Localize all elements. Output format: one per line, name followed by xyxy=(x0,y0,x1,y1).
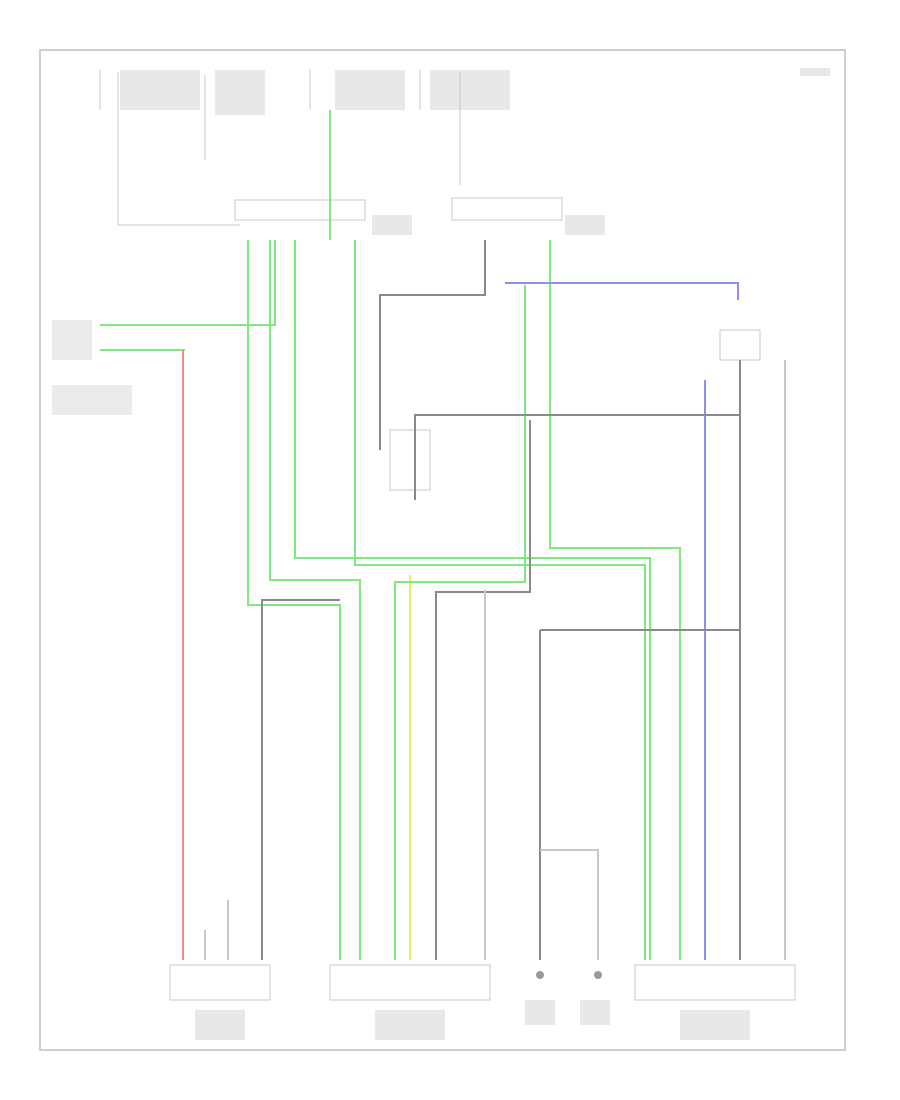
top-components xyxy=(52,68,830,491)
ground-point-1 xyxy=(536,971,544,979)
wire-green xyxy=(100,240,276,326)
wire-black xyxy=(379,240,486,450)
wire-green xyxy=(549,240,681,960)
wire-black xyxy=(261,599,340,960)
wire-green xyxy=(269,240,361,960)
wire-green xyxy=(394,285,526,960)
control-module xyxy=(719,329,761,361)
relay-connector-right xyxy=(451,197,563,221)
wire-green xyxy=(354,240,646,960)
wire-blue xyxy=(505,282,739,300)
wire-black xyxy=(414,360,741,500)
connector-right xyxy=(634,964,796,1001)
ground-point-2 xyxy=(594,971,602,979)
wire-green xyxy=(294,240,651,960)
wires xyxy=(100,110,786,960)
wire-green xyxy=(247,240,341,960)
switch-component xyxy=(389,429,431,491)
wire-gray xyxy=(540,849,599,960)
wire-black xyxy=(435,420,531,960)
bottom-components xyxy=(169,964,796,1040)
diagram-border xyxy=(39,49,846,1051)
connector-left xyxy=(169,964,271,1001)
connector-center xyxy=(329,964,491,1001)
relay-connector-left xyxy=(234,199,366,221)
